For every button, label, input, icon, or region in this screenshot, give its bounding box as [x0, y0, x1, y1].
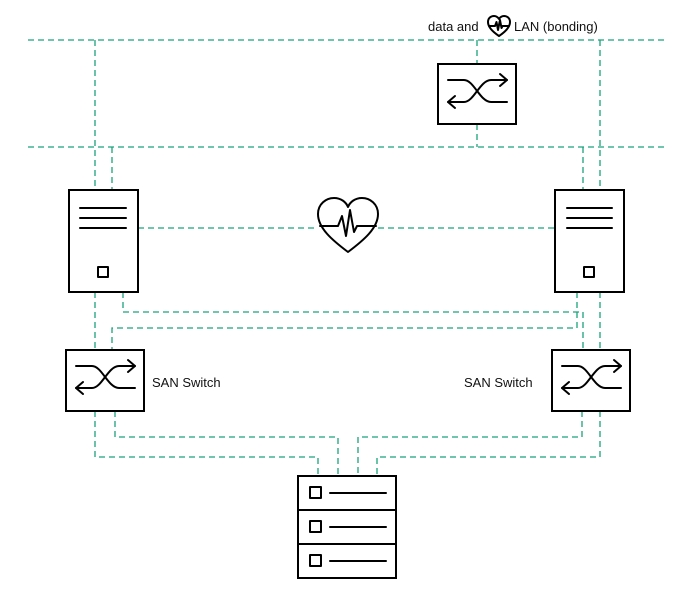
lan-label-prefix: data and	[428, 19, 479, 34]
storage-array-icon	[309, 486, 387, 567]
san-switch-left	[65, 349, 145, 412]
storage-array	[297, 475, 397, 579]
san-switch-left-label: SAN Switch	[152, 375, 221, 390]
switch-arrows-icon	[75, 359, 136, 395]
network-links	[28, 39, 665, 476]
server-tower-icon	[566, 207, 613, 278]
left-san-to-storage-a	[94, 411, 319, 476]
server-right	[554, 189, 625, 293]
san-switch-right	[551, 349, 631, 412]
san-switch-right-label: SAN Switch	[464, 375, 533, 390]
heartbeat-icon	[317, 197, 379, 253]
heartbeat-icon	[487, 15, 511, 37]
right-san-to-storage-b	[376, 411, 601, 476]
lan-label-suffix: LAN (bonding)	[514, 19, 598, 34]
right-server-to-left-san	[111, 292, 578, 350]
server-left	[68, 189, 139, 293]
right-san-to-storage-a	[357, 411, 583, 476]
server-tower-icon	[79, 207, 127, 278]
left-san-to-storage-b	[114, 411, 339, 476]
switch-arrows-icon	[561, 359, 622, 395]
switch-arrows-icon	[447, 73, 508, 109]
lan-switch	[437, 63, 517, 125]
left-server-to-right-san	[122, 292, 584, 350]
